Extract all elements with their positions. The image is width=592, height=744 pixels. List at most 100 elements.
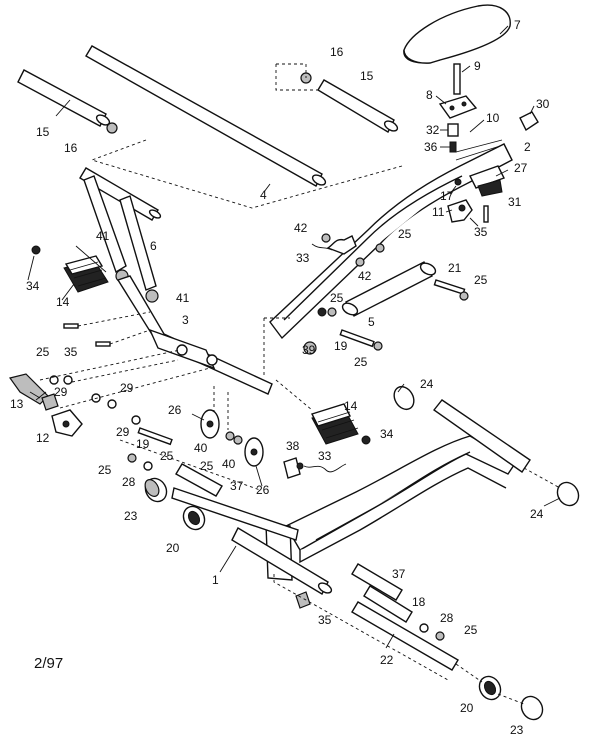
revision-date: 2/97 xyxy=(34,655,63,672)
part-label-nut-25-left: 25 xyxy=(36,345,50,359)
part-label-nut-17: 17 xyxy=(440,189,454,203)
part-label-bolt-35-right: 35 xyxy=(474,225,488,239)
part-label-pedal-14-left: 14 xyxy=(56,295,70,309)
wheels-26 xyxy=(200,409,264,467)
part-label-wheel-20-left: 20 xyxy=(166,541,180,555)
cylinder-5 xyxy=(339,261,437,348)
pedal-left xyxy=(63,255,109,293)
part-label-knob-11: 11 xyxy=(432,205,445,219)
part-label-axle-22: 22 xyxy=(380,653,394,667)
part-label-nut-25-lower-right: 25 xyxy=(464,623,478,637)
part-label-end-cap-30: 30 xyxy=(536,97,550,111)
end-cap xyxy=(519,105,539,132)
part-label-bracket-27: 27 xyxy=(514,161,528,175)
part-label-wheel-23-right: 23 xyxy=(510,723,524,737)
part-label-frame-2: 2 xyxy=(524,140,531,154)
part-label-sensor-38: 38 xyxy=(286,439,300,453)
main-upper-frame xyxy=(269,139,513,340)
part-label-nut-42-mid: 42 xyxy=(358,269,372,283)
part-label-wheel-23-left: 23 xyxy=(124,509,138,523)
part-label-nut-42-top: 42 xyxy=(294,221,308,235)
part-label-washer-29-b: 29 xyxy=(120,381,134,395)
part-label-nut-16-top: 16 xyxy=(330,45,344,59)
part-label-bolt-35-bottom: 35 xyxy=(318,613,332,627)
tube-37-upper xyxy=(175,463,223,497)
part-label-cylinder-5: 5 xyxy=(368,315,375,329)
end-cap-24-top xyxy=(393,385,531,473)
part-label-tube-15-top: 15 xyxy=(360,69,374,83)
arm-3 xyxy=(116,275,273,395)
wheel-23-right xyxy=(520,695,544,721)
part-label-nut-25-center-b: 25 xyxy=(200,459,214,473)
part-label-pedal-14-right: 14 xyxy=(344,399,358,413)
part-label-nut-25-center: 25 xyxy=(160,449,174,463)
nuts-41 xyxy=(115,269,159,303)
part-label-bushing-32: 32 xyxy=(426,123,440,137)
knob xyxy=(445,178,489,223)
part-label-wheel-20-right: 20 xyxy=(460,701,474,715)
part-label-cap-24-right: 24 xyxy=(530,507,544,521)
pedal-right xyxy=(311,403,359,445)
seat-post xyxy=(453,63,471,95)
part-label-bolt-19-right: 19 xyxy=(334,339,348,353)
part-label-nut-34-right: 34 xyxy=(380,427,394,441)
part-label-tube-18: 18 xyxy=(412,595,426,609)
part-label-nut-25-lower-left: 25 xyxy=(98,463,112,477)
bolts-35-left xyxy=(63,311,151,347)
part-label-washer-29-c: 29 xyxy=(116,425,130,439)
part-label-bracket-12: 12 xyxy=(36,431,50,445)
wheel-20-right xyxy=(478,675,502,701)
part-label-plate-31: 31 xyxy=(508,195,522,209)
part-label-nut-28-right: 28 xyxy=(440,611,454,625)
wheel-20-left xyxy=(182,505,206,531)
bushing xyxy=(440,119,485,153)
wheel-23-left xyxy=(144,477,168,503)
part-label-cable-33-bottom: 33 xyxy=(318,449,332,463)
part-label-handle-6: 6 xyxy=(150,239,157,253)
part-label-seat-post: 9 xyxy=(474,59,481,73)
end-cap-24-right xyxy=(523,467,580,507)
bracket-12 xyxy=(41,393,83,437)
part-label-nut-16-left: 16 xyxy=(64,141,78,155)
tube-4 xyxy=(85,45,327,187)
part-label-bolt-35-left: 35 xyxy=(64,345,78,359)
part-label-wheel-26-a: 26 xyxy=(168,403,182,417)
part-label-seat-bracket: 8 xyxy=(426,88,433,102)
part-label-tube-4: 4 xyxy=(260,188,267,202)
part-label-nut-39: 39 xyxy=(302,343,316,357)
part-label-nut-25-right-a: 25 xyxy=(398,227,412,241)
part-label-tube-15-left: 15 xyxy=(36,125,50,139)
pin-21 xyxy=(433,279,469,301)
part-label-arm-3: 3 xyxy=(182,313,189,327)
sensor-38 xyxy=(283,457,347,479)
part-label-bolt-36-top: 36 xyxy=(424,140,438,154)
bolt-35-bottom xyxy=(295,591,311,609)
part-label-nut-28-left: 28 xyxy=(122,475,136,489)
part-label-bracket-13: 13 xyxy=(10,397,24,411)
seat xyxy=(403,4,511,64)
part-label-cable-33-top: 33 xyxy=(296,251,310,265)
lower-tubes xyxy=(231,527,459,671)
part-label-nut-34-left: 34 xyxy=(26,279,40,293)
part-label-nut-40-b: 40 xyxy=(222,457,236,471)
part-label-nut-41-a: 41 xyxy=(96,229,110,243)
part-label-base-frame-1: 1 xyxy=(212,573,219,587)
part-label-cap-24-top: 24 xyxy=(420,377,434,391)
seat-bracket xyxy=(435,95,478,119)
part-label-nut-41-b: 41 xyxy=(176,291,190,305)
tube-15-top xyxy=(300,72,399,133)
tube-15-left xyxy=(17,69,118,134)
part-label-nut-25-right-b: 25 xyxy=(474,273,488,287)
leader-lines xyxy=(27,25,561,649)
part-label-bolt-19-left: 19 xyxy=(136,437,150,451)
part-label-nut-25-mid-a: 25 xyxy=(330,291,344,305)
part-label-nut-25-mid-b: 25 xyxy=(354,355,368,369)
part-label-pin-21: 21 xyxy=(448,261,462,275)
part-label-axle-37-upper: 37 xyxy=(230,479,244,493)
frame-bracket xyxy=(469,165,509,197)
part-label-seat: 7 xyxy=(514,18,521,32)
part-label-nut-40-a: 40 xyxy=(194,441,208,455)
handle-6 xyxy=(79,167,162,291)
